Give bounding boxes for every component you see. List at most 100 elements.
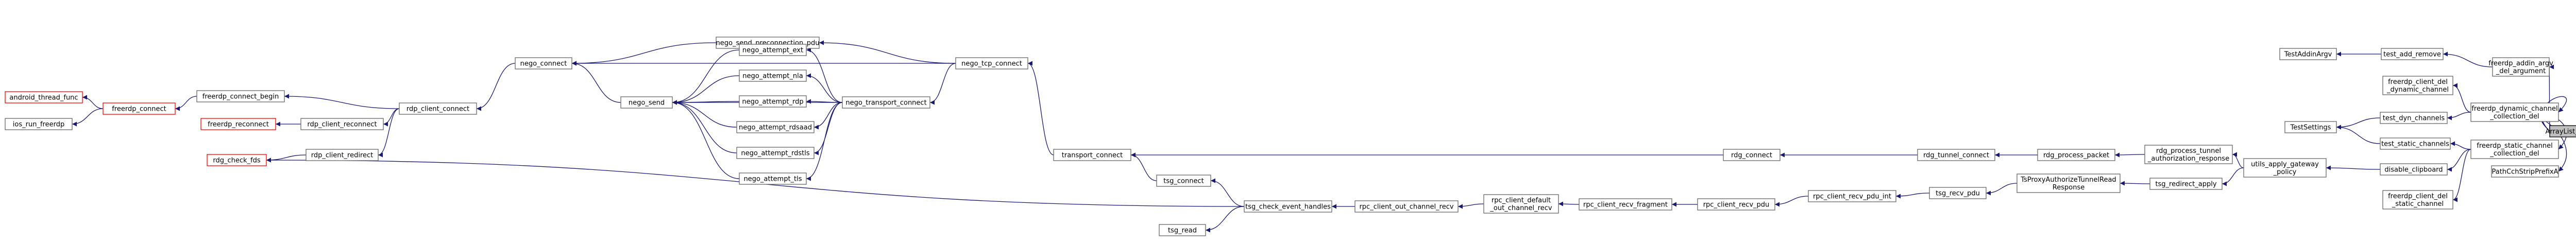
node-rdg-redirect-apply[interactable]: tsg_redirect_apply (2149, 178, 2223, 190)
node-nego-transport-connect[interactable]: nego_transport_connect (842, 96, 930, 109)
node-rdg-check-fds[interactable]: rdg_check_fds (207, 154, 267, 166)
node-box (1723, 149, 1781, 161)
node-box (1156, 175, 1211, 187)
node-label: test_dyn_channels (2383, 115, 2445, 123)
node-rpc-client-default-out-channel-recv[interactable]: rpc_client_default_out_channel_recv (1483, 194, 1559, 214)
edge-nego-tcp-connect-to-transport-connect (1027, 61, 1054, 155)
node-freerdp-client-del-static-channel[interactable]: freerdp_client_del_static_channel (2382, 190, 2453, 210)
node-freerdp-static-channel-collection-del[interactable]: freerdp_static_channel_collection_del (2470, 140, 2559, 159)
edge-test-settings-to-test-dyn-channels (2336, 117, 2381, 130)
node-label: _authorization_response (2147, 155, 2229, 163)
node-label: freerdp_dynamic_channel (2471, 105, 2557, 113)
node-box (515, 57, 572, 70)
node-box (842, 96, 930, 109)
edge-nego-attempt-rdsaad-to-nego-transport-connect (814, 102, 843, 130)
node-freerdp-connect[interactable]: freerdp_connect (103, 102, 176, 115)
node-label: android_thread_func (9, 94, 78, 102)
node-box (2144, 145, 2233, 164)
node-nego-connect[interactable]: nego_connect (515, 57, 572, 70)
node-rdp-client-reconnect[interactable]: rdp_client_reconnect (300, 118, 384, 130)
node-rpc-client-recv-fragment[interactable]: rpc_client_recv_fragment (1579, 198, 1672, 211)
node-nego-send[interactable]: nego_send (620, 96, 673, 109)
edge-tsg-connect-to-tsg-check-event-handles (1210, 178, 1245, 207)
node-box (1244, 200, 1332, 213)
node-box (1354, 200, 1459, 213)
node-test-static-channels[interactable]: test_static_channels (2380, 137, 2451, 150)
edge-nego-send-to-nego-attempt-nla (672, 75, 740, 105)
edge-tsg-recv-pdu-to-ts-proxy-authorize-tunnel-read-response (1986, 183, 2018, 196)
node-test-dyn-channels[interactable]: test_dyn_channels (2380, 112, 2448, 124)
edge-ios-run-freerdp-to-freerdp-connect (72, 108, 104, 127)
node-winpr-remove[interactable]: ArrayList_Remove (2546, 125, 2576, 137)
node-tsg-check-event-handles[interactable]: tsg_check_event_handles (1244, 200, 1332, 213)
edge-test-dyn-channels-to-freerdp-dynamic-channel-collection-del (2447, 112, 2471, 120)
node-label: _del_argument (2496, 67, 2546, 75)
node-rpc-client-recv-pdu[interactable]: rpc_client_recv_pdu (1697, 198, 1775, 211)
node-label: _policy (2273, 168, 2297, 176)
node-box (2549, 125, 2576, 137)
node-box (2382, 76, 2453, 95)
node-label: rdg_process_tunnel (2156, 147, 2221, 155)
node-nego-attempt-ext[interactable]: nego_attempt_ext (739, 44, 807, 56)
node-box (1483, 194, 1559, 214)
node-transport-connect[interactable]: transport_connect (1053, 149, 1131, 161)
node-freerdp-client-del-dynamic-channel[interactable]: freerdp_client_del_dynamic_channel (2382, 76, 2453, 95)
node-label: freerdp_client_del (2388, 78, 2448, 86)
node-label: _collection_del (2489, 150, 2539, 158)
node-nego-attempt-rdstls[interactable]: nego_attempt_rdstls (736, 147, 815, 159)
node-label: ios_run_freerdp (13, 121, 64, 129)
node-rdg-process-packet[interactable]: rdg_process_packet (2037, 149, 2115, 161)
node-freerdp-reconnect[interactable]: freerdp_reconnect (200, 118, 276, 130)
node-label: rpc_client_out_channel_recv (1359, 203, 1453, 211)
edge-nego-attempt-ext-to-nego-transport-connect (806, 47, 843, 103)
node-test-add-remove[interactable]: test_add_remove (2381, 48, 2444, 60)
node-nego-attempt-tls[interactable]: nego_attempt_tls (739, 172, 807, 185)
node-tsg-read[interactable]: tsg_read (1159, 224, 1206, 236)
node-nego-tcp-connect[interactable]: nego_tcp_connect (955, 57, 1028, 70)
node-box (2380, 112, 2448, 124)
node-nego-attempt-rdp[interactable]: nego_attempt_rdp (739, 95, 807, 108)
node-rdg-connect[interactable]: rdg_connect (1723, 149, 1781, 161)
node-label: rpc_client_recv_fragment (1583, 201, 1668, 209)
node-box (1929, 187, 1987, 199)
node-label: nego_tcp_connect (961, 60, 1022, 68)
node-freerdp-connect-begin[interactable]: freerdp_connect_begin (196, 90, 285, 102)
node-box (739, 44, 807, 56)
nodes-layer: ArrayList_Remove freerdp_addin_argv_del_a… (5, 37, 2576, 236)
node-box (2470, 140, 2559, 159)
edge-freerdp-client-del-static-channel-to-freerdp-static-channel-collection-del (2452, 149, 2471, 202)
node-disable-clipboard[interactable]: disable_clipboard (2380, 163, 2448, 176)
node-rdg-process-tunnel-authorization-response[interactable]: rdg_process_tunnel_authorization_respons… (2144, 145, 2233, 164)
node-utils-apply-gateway-policy[interactable]: utils_apply_gateway_policy (2243, 158, 2327, 178)
edge-tsg-read-to-tsg-check-event-handles (1205, 206, 1245, 233)
node-rdg-tunnel-connect[interactable]: rdg_tunnel_connect (1917, 149, 1995, 161)
node-label: _out_channel_recv (1489, 204, 1552, 212)
node-path-cch-strip-prefix-a[interactable]: PathCchStripPrefixA (2491, 165, 2559, 178)
node-android-thread-func[interactable]: android_thread_func (5, 91, 83, 103)
node-test-addin-argv[interactable]: TestAddinArgv (2279, 48, 2337, 60)
node-box (2279, 48, 2337, 60)
node-label: utils_apply_gateway (2251, 161, 2319, 168)
node-ios-run-freerdp[interactable]: ios_run_freerdp (5, 118, 73, 130)
node-rpc-client-out-channel-recv[interactable]: rpc_client_out_channel_recv (1354, 200, 1459, 213)
node-rdp-client-redirect[interactable]: rdp_client_redirect (306, 149, 379, 161)
node-box (200, 118, 276, 130)
node-label: TsProxyAuthorizeTunnelRead (2020, 176, 2116, 184)
node-tsg-connect[interactable]: tsg_connect (1156, 175, 1211, 187)
node-rdp-client-connect[interactable]: rdp_client_connect (399, 102, 477, 115)
edge-nego-send-to-nego-attempt-rdstls (672, 100, 737, 153)
node-rpc-client-recv-pdu-int[interactable]: rpc_client_recv_pdu_int (1808, 190, 1896, 202)
node-nego-attempt-nla[interactable]: nego_attempt_nla (739, 70, 807, 82)
node-label: rdp_client_connect (406, 106, 469, 113)
node-nego-attempt-rdsaad[interactable]: nego_attempt_rdsaad (736, 121, 815, 133)
edge-rpc-client-recv-pdu-to-rpc-client-recv-pdu-int (1774, 196, 1809, 207)
node-freerdp-dynamic-channel-collection-del[interactable]: freerdp_dynamic_channel_collection_del (2470, 102, 2559, 122)
edge-rpc-client-recv-pdu-int-to-tsg-recv-pdu (1895, 193, 1930, 199)
node-label: rpc_client_recv_pdu_int (1813, 193, 1891, 201)
node-label: rpc_client_default (1492, 197, 1551, 204)
node-freerdp-addin-argv-del-argument[interactable]: freerdp_addin_argv_del_argument (2488, 57, 2553, 77)
node-box (736, 121, 815, 133)
node-tsg-recv-pdu[interactable]: tsg_recv_pdu (1929, 187, 1987, 199)
node-test-settings[interactable]: TestSettings (2284, 121, 2337, 133)
